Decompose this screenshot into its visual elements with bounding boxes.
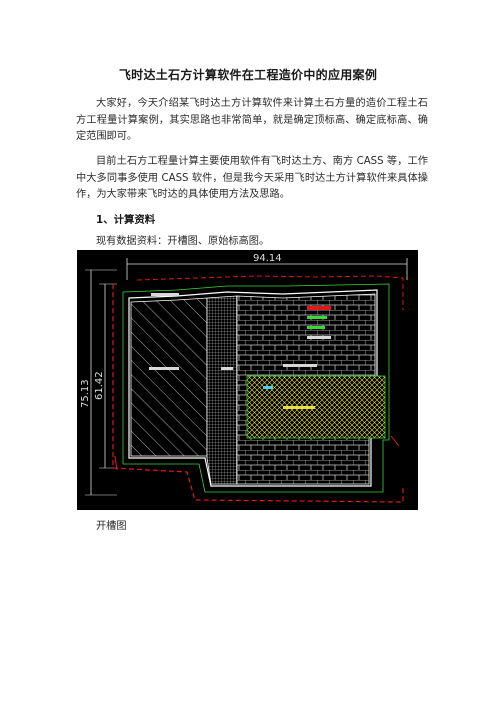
dimension-height-inner-label: 61.42: [94, 371, 105, 400]
label-mark-mid: [221, 367, 233, 370]
label-mark-top: [151, 293, 179, 296]
figure-caption: 开槽图: [96, 521, 127, 532]
red-boundary-line: [112, 284, 404, 503]
green-outline: [122, 283, 390, 493]
red-boundary-top: [136, 275, 404, 310]
cad-drawing-figure: 94.14 75.13 61.42: [77, 250, 418, 510]
dimension-height-outer-label: 75.13: [80, 379, 91, 408]
hatch-grid-strip: [206, 295, 238, 485]
marker-line-right: [390, 435, 400, 447]
label-mark-right: [283, 364, 317, 367]
paragraph-intro: 大家好，今天介绍某飞时达土方计算软件来计算土石方量的造价工程土石方工程量计算案例…: [76, 98, 428, 142]
hatch-cross-region: [246, 375, 386, 439]
dimension-left: 75.13 61.42: [80, 269, 117, 496]
marker-line-left: [114, 455, 118, 471]
label-mark-yellow: [283, 406, 315, 409]
label-mark-left: [149, 367, 179, 370]
legend-mark-green-2: [307, 326, 325, 329]
document-title: 飞时达土石方计算软件在工程造价中的应用案例: [118, 68, 378, 82]
label-mark-cyan: [263, 386, 273, 389]
legend-mark-red: [307, 306, 331, 310]
data-line: 现有数据资料：开槽图、原始标高图。: [96, 236, 270, 247]
hatch-diagonal-region: [130, 297, 208, 457]
cad-drawing-svg: 94.14 75.13 61.42: [80, 253, 408, 503]
legend-mark-green-1: [307, 316, 327, 319]
dimension-top: 94.14: [126, 253, 408, 280]
section-heading: 1、计算资料: [96, 214, 156, 226]
paragraph-software: 目前土石方工程量计算主要使用软件有飞时达土方、南方 CASS 等，工作中大多同事…: [76, 156, 428, 200]
dimension-width-label: 94.14: [253, 253, 282, 264]
legend-mark-white: [307, 336, 331, 339]
